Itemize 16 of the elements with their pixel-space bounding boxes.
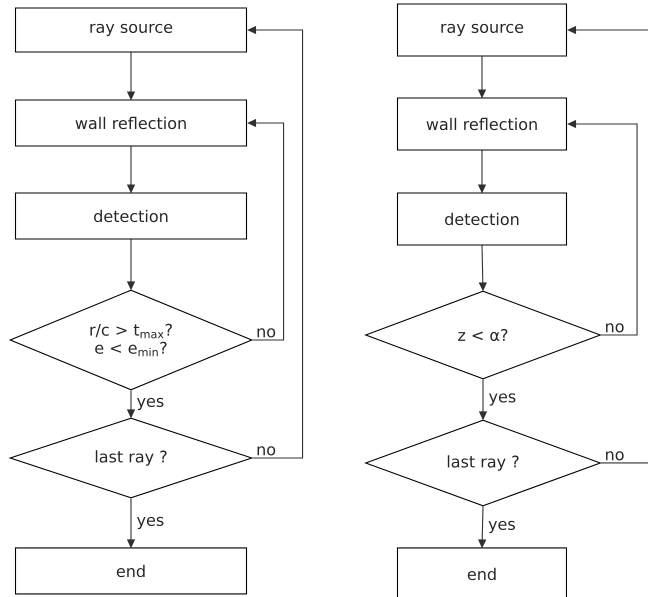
process-box: end [14, 547, 248, 595]
edge-label: no [606, 323, 624, 332]
edge-label: no [606, 451, 624, 460]
process-box: end [396, 547, 568, 597]
process-box: wall reflection [396, 97, 568, 151]
process-box: wall reflection [14, 99, 248, 147]
process-box: ray source [396, 3, 568, 57]
process-box: detection [396, 192, 568, 246]
process-box: ray source [14, 7, 248, 53]
edge-label: yes [137, 398, 164, 410]
process-box: detection [14, 192, 248, 240]
edge-label: no [258, 446, 276, 456]
edge-label: yes [489, 393, 516, 406]
edge-label: no [258, 328, 276, 338]
edge-label: yes [488, 520, 515, 534]
edge-label: yes [137, 516, 164, 530]
